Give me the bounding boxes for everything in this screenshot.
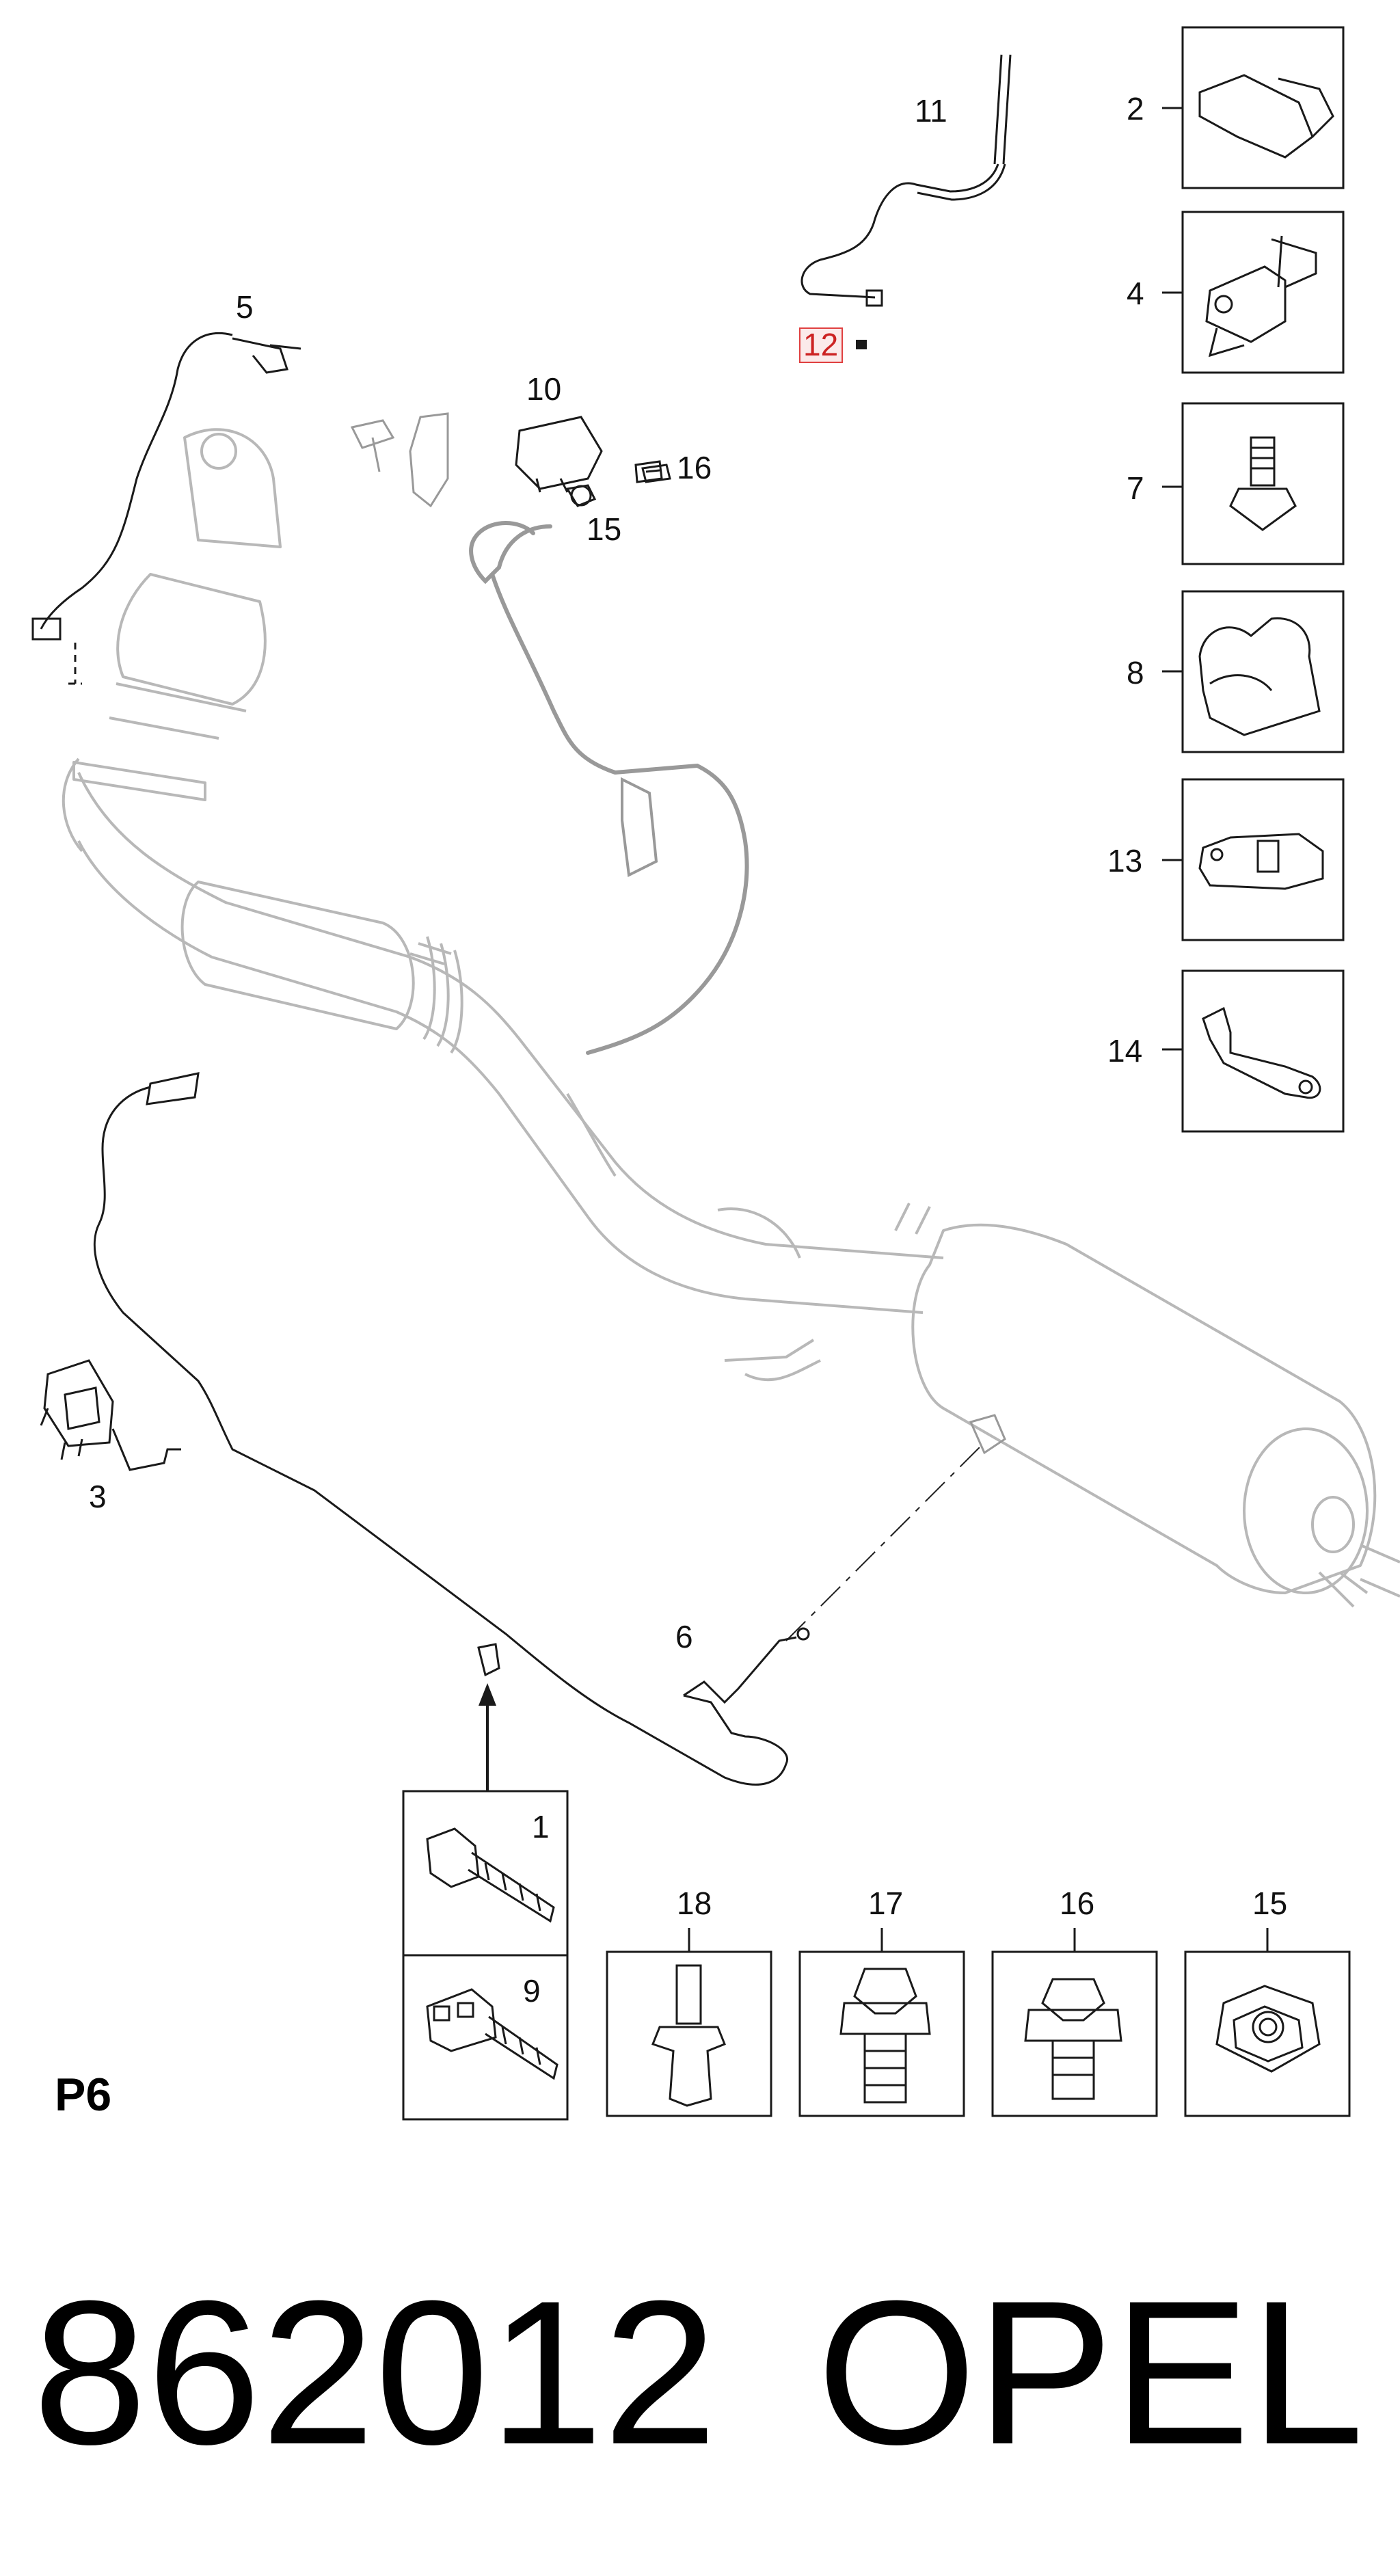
tie-clip-ghost	[477, 1643, 500, 1677]
hose-assembly-ghost	[469, 521, 749, 1055]
callout-14: 14	[1107, 1033, 1142, 1069]
sensor-harness-5	[31, 332, 301, 685]
bolt-bracket-ghost	[350, 412, 449, 508]
pipe-11	[800, 54, 1012, 307]
pressure-sensor-10	[515, 416, 671, 507]
callout-15-box: 15	[1252, 1886, 1287, 1921]
detail-box-18	[606, 1950, 772, 2117]
section-label: P6	[55, 2069, 112, 2121]
callout-7: 7	[1127, 470, 1144, 506]
callout-6: 6	[675, 1619, 693, 1654]
sensor-6-axis-line	[785, 1442, 985, 1641]
brand-name: OPEL	[817, 2257, 1364, 2487]
exhaust-system-ghost	[62, 428, 1400, 1608]
sensor-boss-ghost	[969, 1414, 1006, 1455]
nut-15-upper	[565, 484, 597, 507]
callout-16-box: 16	[1060, 1886, 1094, 1921]
callout-10: 10	[526, 371, 561, 407]
bolt-16-upper	[634, 460, 663, 483]
callout-2: 2	[1127, 91, 1144, 126]
detail-box-2	[1162, 26, 1345, 189]
detail-box-8	[1162, 590, 1345, 753]
callout-16: 16	[677, 450, 712, 485]
detail-box-7	[1162, 402, 1345, 565]
part-number: 862012	[33, 2257, 718, 2487]
callout-1: 1	[532, 1809, 550, 1844]
temperature-sensor-6	[93, 1072, 810, 1786]
detail-box-16	[991, 1950, 1158, 2117]
callout-4: 4	[1127, 276, 1144, 311]
fitting-12	[856, 340, 867, 349]
bracket-3	[40, 1359, 181, 1471]
callout-18: 18	[677, 1886, 712, 1921]
detail-box-15	[1184, 1950, 1351, 2117]
callout-5: 5	[236, 289, 254, 325]
callout-3: 3	[89, 1479, 107, 1514]
detail-box-14	[1162, 969, 1345, 1133]
bottom-box-leaders	[688, 1928, 1269, 1952]
callout-13: 13	[1107, 843, 1142, 878]
callout-arrow	[479, 1683, 496, 1791]
detail-box-13	[1162, 778, 1345, 941]
callout-9: 9	[523, 1973, 541, 2009]
detail-box-4	[1162, 211, 1345, 374]
callout-15: 15	[587, 511, 621, 547]
detail-box-17	[798, 1950, 965, 2117]
detail-box-9	[402, 1954, 569, 2121]
callout-12: 12	[803, 327, 838, 362]
callouts: 5 10 16 15 11 12 2 4 7 8 13 14 3 6 1 9 1…	[89, 91, 1287, 2009]
callout-17: 17	[868, 1886, 903, 1921]
callout-11: 11	[915, 93, 947, 129]
callout-8: 8	[1127, 655, 1144, 690]
callout-12-highlight	[799, 327, 843, 363]
